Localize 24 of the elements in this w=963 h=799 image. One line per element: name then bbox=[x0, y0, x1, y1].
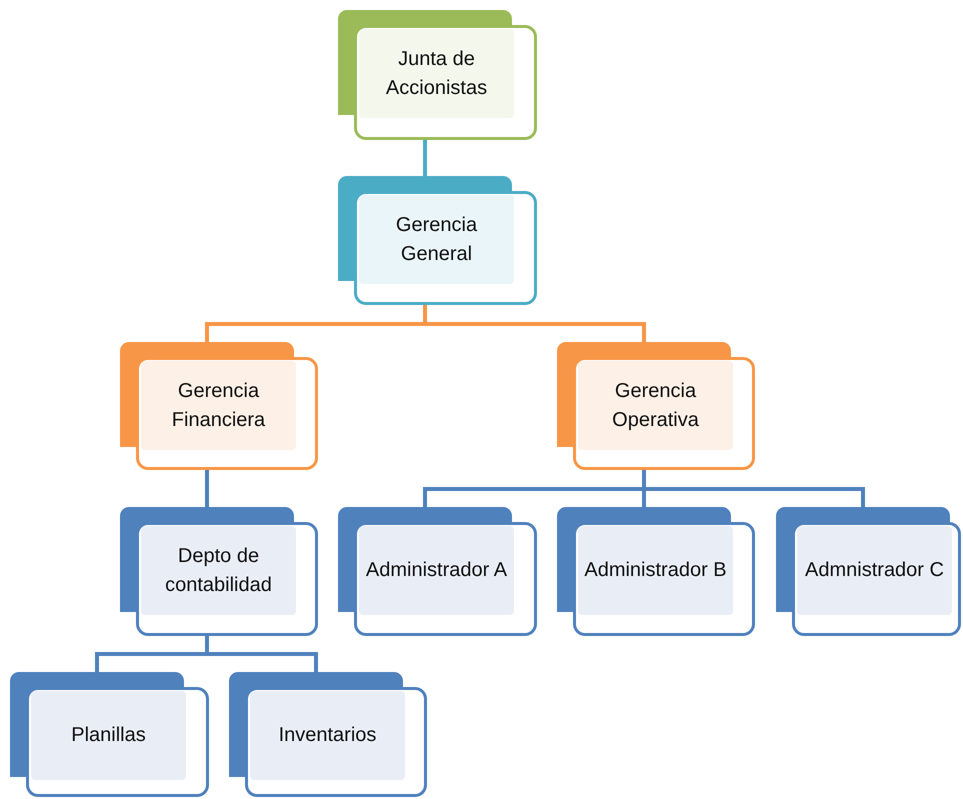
org-chart-box bbox=[338, 176, 537, 305]
connector-line bbox=[642, 470, 865, 507]
box-label: Gerencia Financiera bbox=[141, 361, 296, 450]
org-chart-box bbox=[338, 507, 537, 636]
connector-line bbox=[205, 470, 209, 507]
org-chart-box bbox=[557, 507, 755, 636]
org-chart-box bbox=[776, 507, 961, 636]
org-chart-box bbox=[557, 342, 755, 470]
box-label: Depto de contabilidad bbox=[141, 526, 296, 615]
connector-line bbox=[423, 140, 427, 176]
box-label: Planillas bbox=[31, 691, 186, 780]
box-label: Junta de Accionistas bbox=[359, 29, 514, 118]
box-label: Administrador A bbox=[359, 526, 514, 615]
box-label: Inventarios bbox=[250, 691, 405, 780]
org-chart-box bbox=[229, 672, 427, 797]
org-chart-box bbox=[120, 342, 318, 470]
box-label: Administrador B bbox=[578, 526, 733, 615]
org-chart-box bbox=[10, 672, 209, 797]
org-chart-box bbox=[120, 507, 318, 636]
box-label: Admnistrador C bbox=[797, 526, 952, 615]
connector-line bbox=[423, 305, 646, 342]
box-label: Gerencia Operativa bbox=[578, 361, 733, 450]
org-chart-box bbox=[338, 10, 537, 140]
box-label: Gerencia General bbox=[359, 195, 514, 284]
